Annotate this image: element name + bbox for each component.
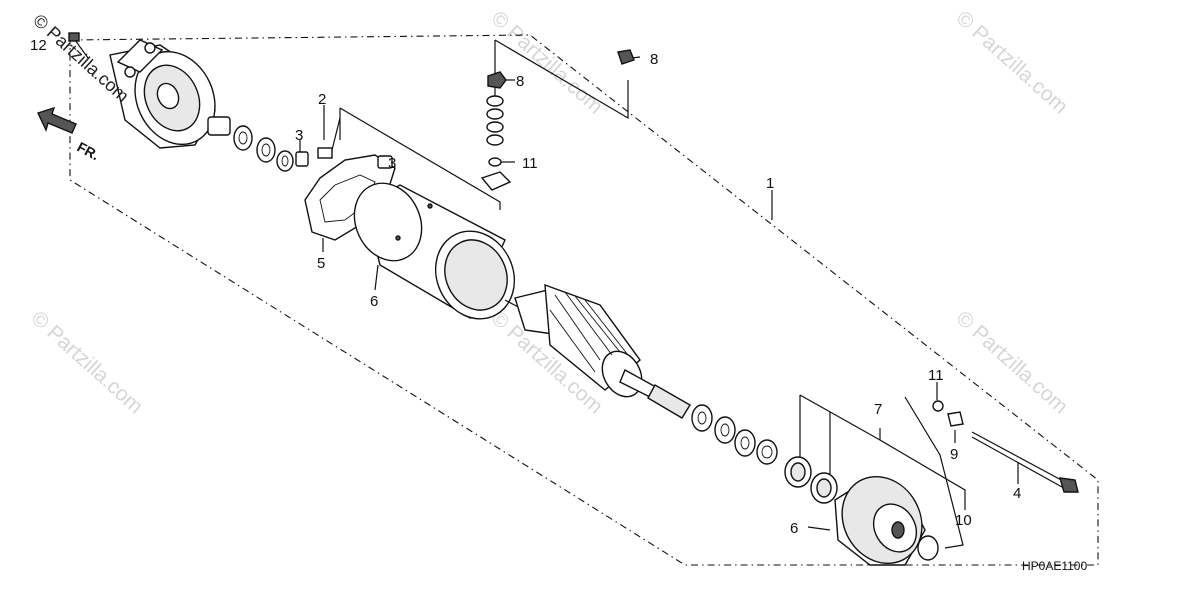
leader-lines xyxy=(299,39,1019,549)
terminal-stack xyxy=(480,49,635,191)
callout-10: 10 xyxy=(955,512,972,529)
rear-washers xyxy=(691,404,778,465)
watermark-faint: © Partzilla.com xyxy=(27,307,148,419)
callout-9: 9 xyxy=(950,446,958,463)
callout-3: 3 xyxy=(388,155,396,172)
brush-holder xyxy=(304,117,396,241)
callout-12: 12 xyxy=(30,37,47,54)
through-bolt xyxy=(971,431,1079,493)
callout-3: 3 xyxy=(295,127,303,144)
arrow-left-icon xyxy=(37,106,77,134)
callout-4: 4 xyxy=(1013,485,1021,502)
watermark-faint: © Partzilla.com xyxy=(952,7,1073,119)
direction-label: FR. xyxy=(75,139,102,164)
bearings xyxy=(784,456,838,504)
watermark-faint: © Partzilla.com xyxy=(487,7,608,119)
callout-6: 6 xyxy=(370,293,378,310)
front-cover xyxy=(109,39,216,149)
callout-11: 11 xyxy=(522,155,538,172)
yoke-housing xyxy=(353,182,516,320)
callout-6: 6 xyxy=(790,520,798,537)
callout-8: 8 xyxy=(516,73,524,90)
watermark-faint: © Partzilla.com xyxy=(952,307,1073,419)
callout-8: 8 xyxy=(650,51,658,68)
bolt-12 xyxy=(68,32,89,59)
callout-7: 7 xyxy=(874,401,882,418)
callout-5: 5 xyxy=(317,255,325,272)
front-washers xyxy=(207,116,309,172)
diagram-code: HP0AE1100 xyxy=(1022,559,1087,573)
armature xyxy=(504,283,691,419)
lock-parts xyxy=(932,400,964,427)
callout-1: 1 xyxy=(766,175,774,192)
callout-11: 11 xyxy=(928,367,944,384)
rear-cover xyxy=(834,475,939,566)
callout-labels: 1 2 3 3 4 5 6 6 7 8 8 9 10 11 11 12 xyxy=(30,37,1021,537)
callout-2: 2 xyxy=(318,91,326,108)
